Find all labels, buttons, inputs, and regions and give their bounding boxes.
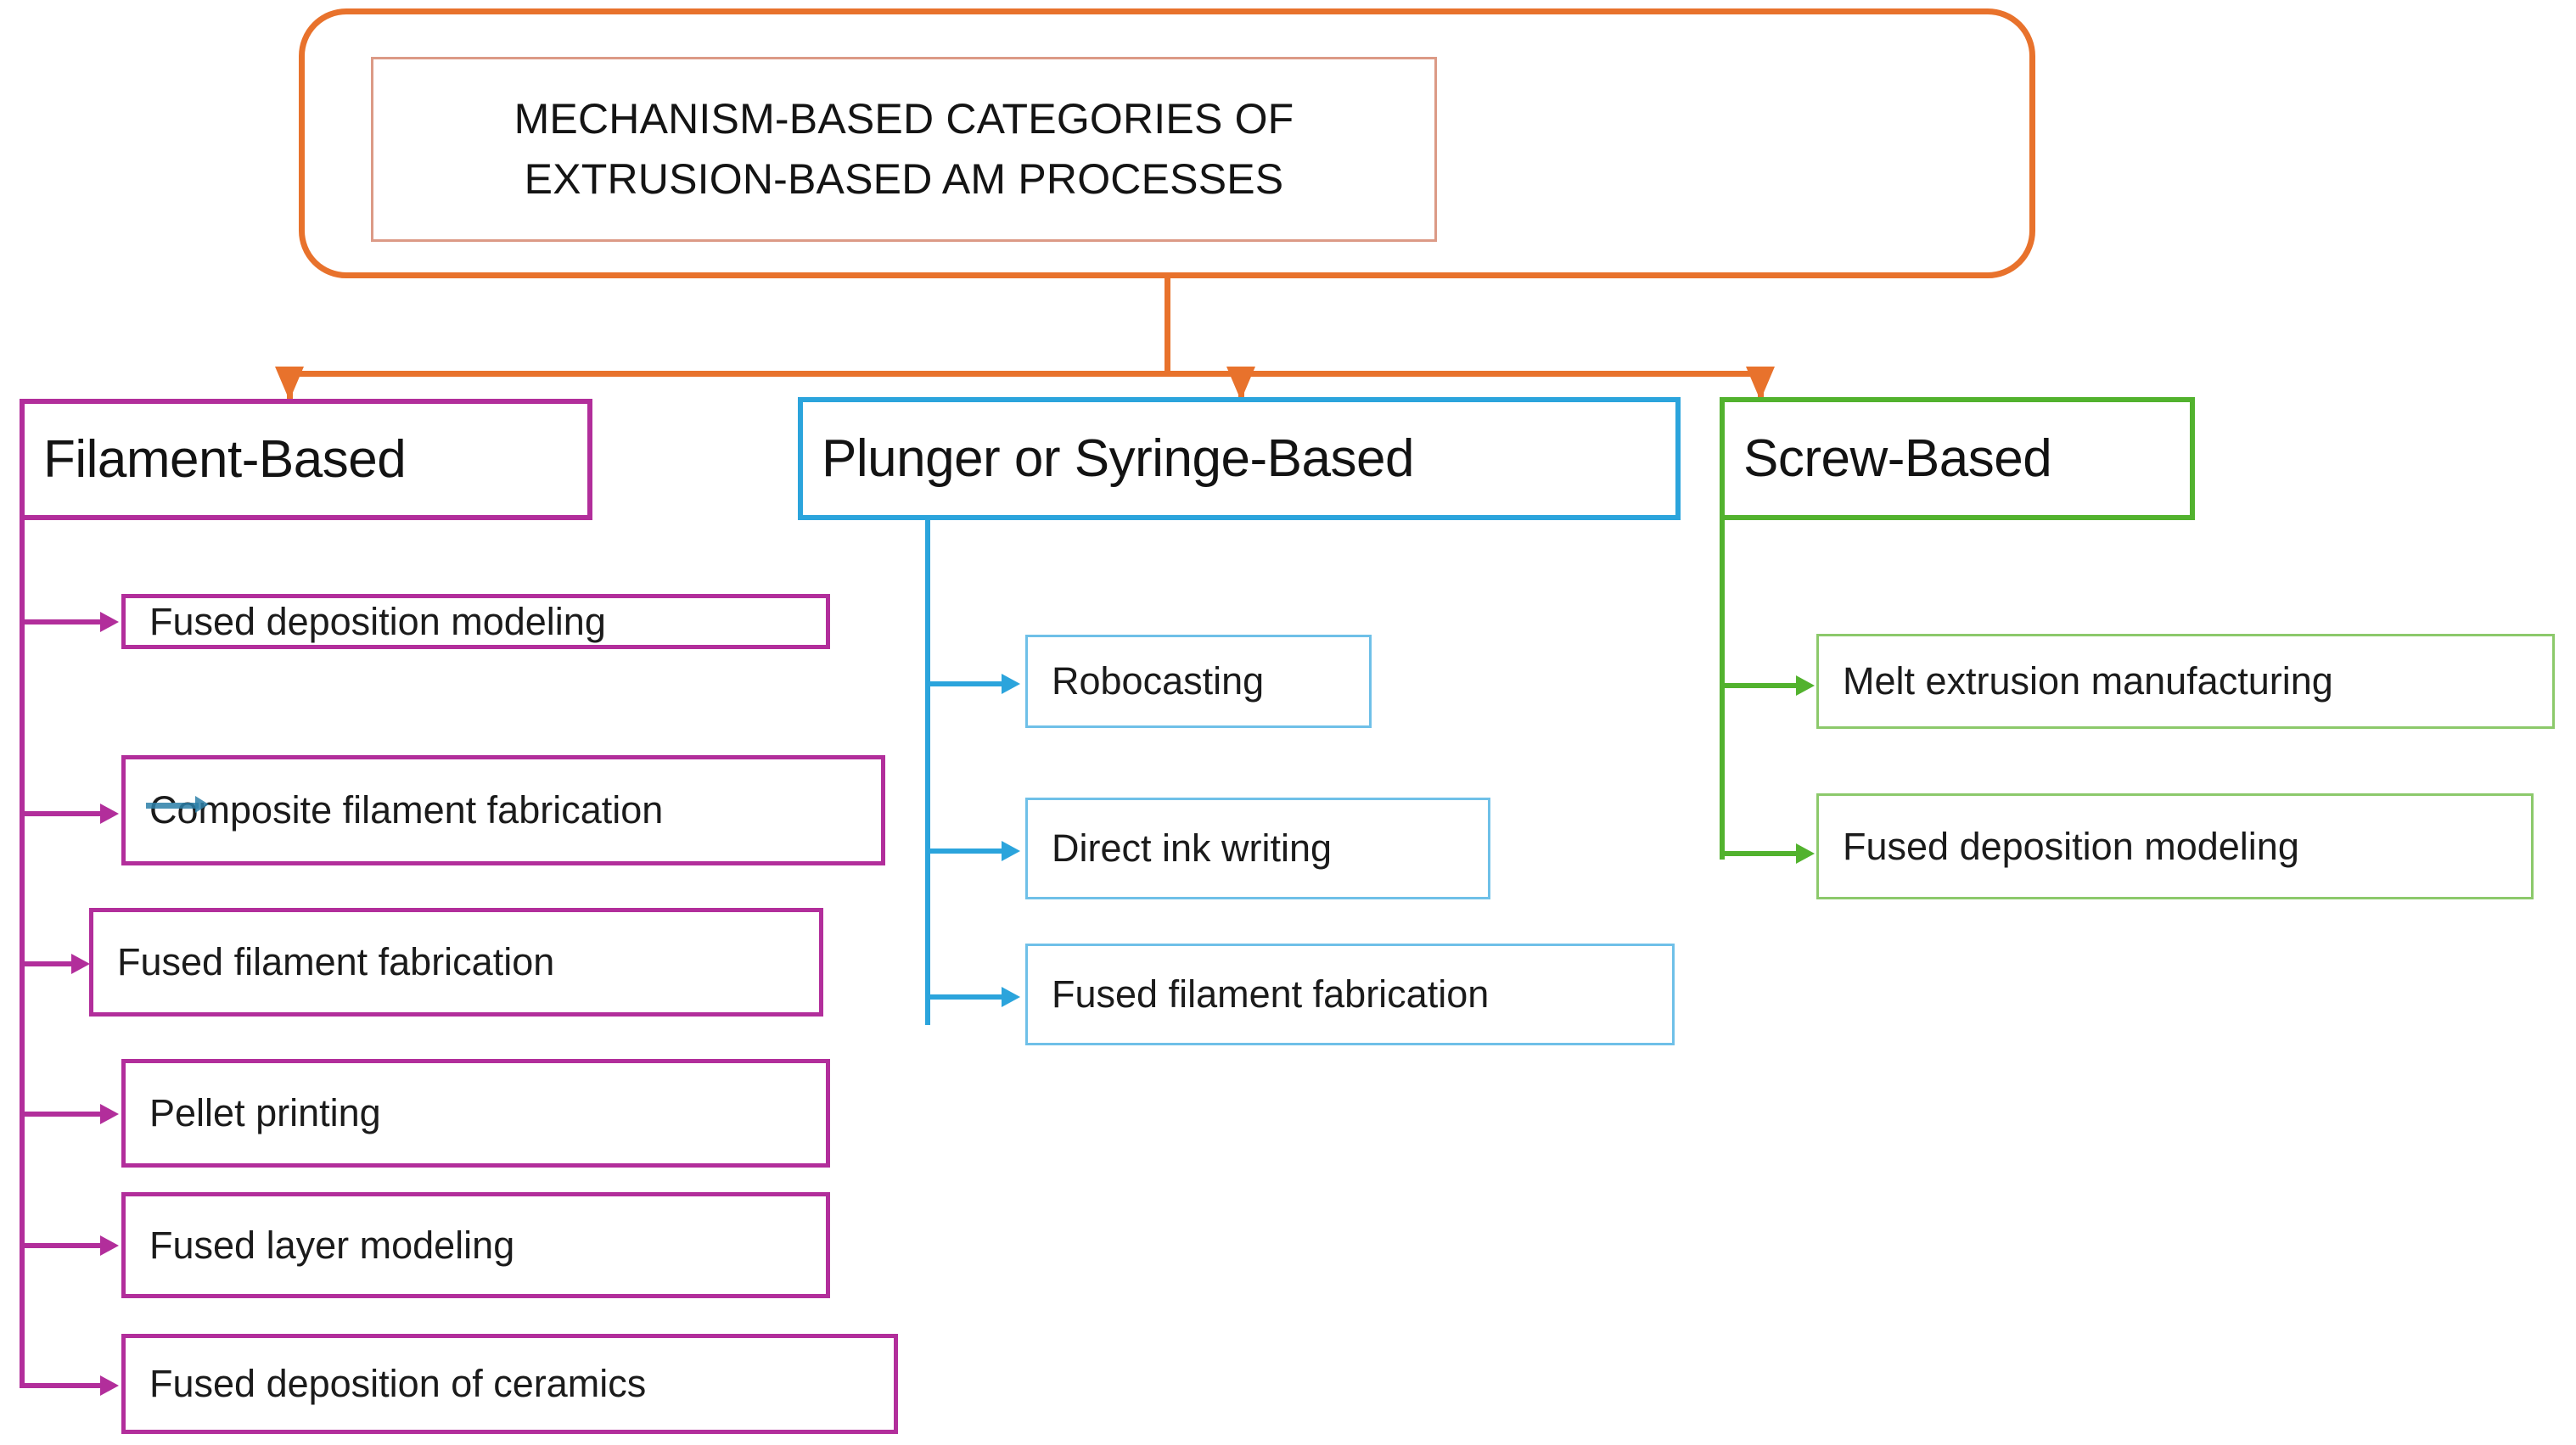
stray-blue-arrow-icon — [146, 803, 199, 809]
filament-arrow-6-icon — [100, 1375, 119, 1396]
category-filament-label: Filament-Based — [43, 430, 407, 489]
leaf-plunger-2-label: Direct ink writing — [1052, 826, 1333, 870]
arrow-down-filament-icon — [275, 367, 304, 400]
leaf-screw-2-label: Fused deposition modeling — [1843, 824, 2299, 868]
filament-arrow-4-icon — [100, 1104, 119, 1124]
category-plunger-label: Plunger or Syringe-Based — [822, 429, 1414, 488]
leaf-filament-4[interactable]: Pellet printing — [121, 1059, 830, 1168]
leaf-filament-2[interactable]: Composite filament fabrication — [121, 755, 885, 865]
screw-arrow-2-icon — [1796, 843, 1815, 864]
plunger-arrow-2-icon — [1002, 841, 1020, 861]
plunger-connector-3 — [925, 994, 1006, 1000]
category-filament-based[interactable]: Filament-Based — [20, 399, 592, 520]
filament-connector-3 — [20, 961, 76, 966]
leaf-filament-4-label: Pellet printing — [149, 1091, 381, 1134]
plunger-connector-2 — [925, 849, 1006, 854]
filament-arrow-3-icon — [71, 954, 90, 974]
plunger-arrow-3-icon — [1002, 987, 1020, 1007]
filament-connector-4 — [20, 1112, 104, 1117]
leaf-screw-1[interactable]: Melt extrusion manufacturing — [1816, 634, 2555, 729]
leaf-filament-3[interactable]: Fused filament fabrication — [89, 908, 823, 1017]
plunger-connector-1 — [925, 681, 1006, 686]
root-title-box: MECHANISM-BASED CATEGORIES OF EXTRUSION-… — [299, 8, 2035, 278]
leaf-filament-3-label: Fused filament fabrication — [117, 940, 555, 983]
root-title-text: MECHANISM-BASED CATEGORIES OF EXTRUSION-… — [514, 95, 1294, 203]
arrow-down-screw-icon — [1746, 367, 1775, 400]
leaf-filament-5-label: Fused layer modeling — [149, 1223, 515, 1267]
root-bus-line — [287, 371, 1764, 377]
filament-connector-6 — [20, 1383, 104, 1388]
screw-trunk-line — [1720, 520, 1725, 860]
stray-blue-arrow-head-icon — [195, 796, 209, 813]
leaf-plunger-3-label: Fused filament fabrication — [1052, 972, 1490, 1016]
screw-arrow-1-icon — [1796, 675, 1815, 696]
screw-connector-1 — [1720, 683, 1800, 688]
leaf-filament-2-label: Composite filament fabrication — [149, 788, 664, 832]
filament-trunk-line — [20, 520, 25, 1383]
leaf-filament-6[interactable]: Fused deposition of ceramics — [121, 1334, 898, 1434]
plunger-arrow-1-icon — [1002, 674, 1020, 694]
leaf-filament-5[interactable]: Fused layer modeling — [121, 1192, 830, 1298]
leaf-filament-1-label: Fused deposition modeling — [149, 599, 606, 643]
plunger-trunk-line — [925, 520, 930, 1025]
filament-arrow-2-icon — [100, 804, 119, 824]
leaf-plunger-1[interactable]: Robocasting — [1025, 635, 1372, 728]
leaf-filament-6-label: Fused deposition of ceramics — [149, 1362, 647, 1405]
leaf-filament-1[interactable]: Fused deposition modeling — [121, 594, 830, 649]
screw-connector-2 — [1720, 851, 1800, 856]
leaf-plunger-3[interactable]: Fused filament fabrication — [1025, 944, 1675, 1045]
filament-connector-2 — [20, 811, 104, 816]
leaf-screw-1-label: Melt extrusion manufacturing — [1843, 659, 2333, 703]
arrow-down-plunger-icon — [1226, 367, 1255, 400]
leaf-plunger-1-label: Robocasting — [1052, 659, 1265, 703]
filament-arrow-5-icon — [100, 1235, 119, 1256]
filament-connector-5 — [20, 1243, 104, 1248]
filament-arrow-1-icon — [100, 612, 119, 632]
leaf-plunger-2[interactable]: Direct ink writing — [1025, 798, 1490, 899]
root-title-inner-frame: MECHANISM-BASED CATEGORIES OF EXTRUSION-… — [371, 57, 1437, 242]
category-screw-label: Screw-Based — [1743, 429, 2052, 488]
root-stem-line — [1165, 278, 1170, 373]
category-plunger-or-syringe-based[interactable]: Plunger or Syringe-Based — [798, 397, 1681, 520]
category-screw-based[interactable]: Screw-Based — [1720, 397, 2195, 520]
leaf-screw-2[interactable]: Fused deposition modeling — [1816, 793, 2534, 899]
filament-connector-1 — [20, 619, 104, 624]
